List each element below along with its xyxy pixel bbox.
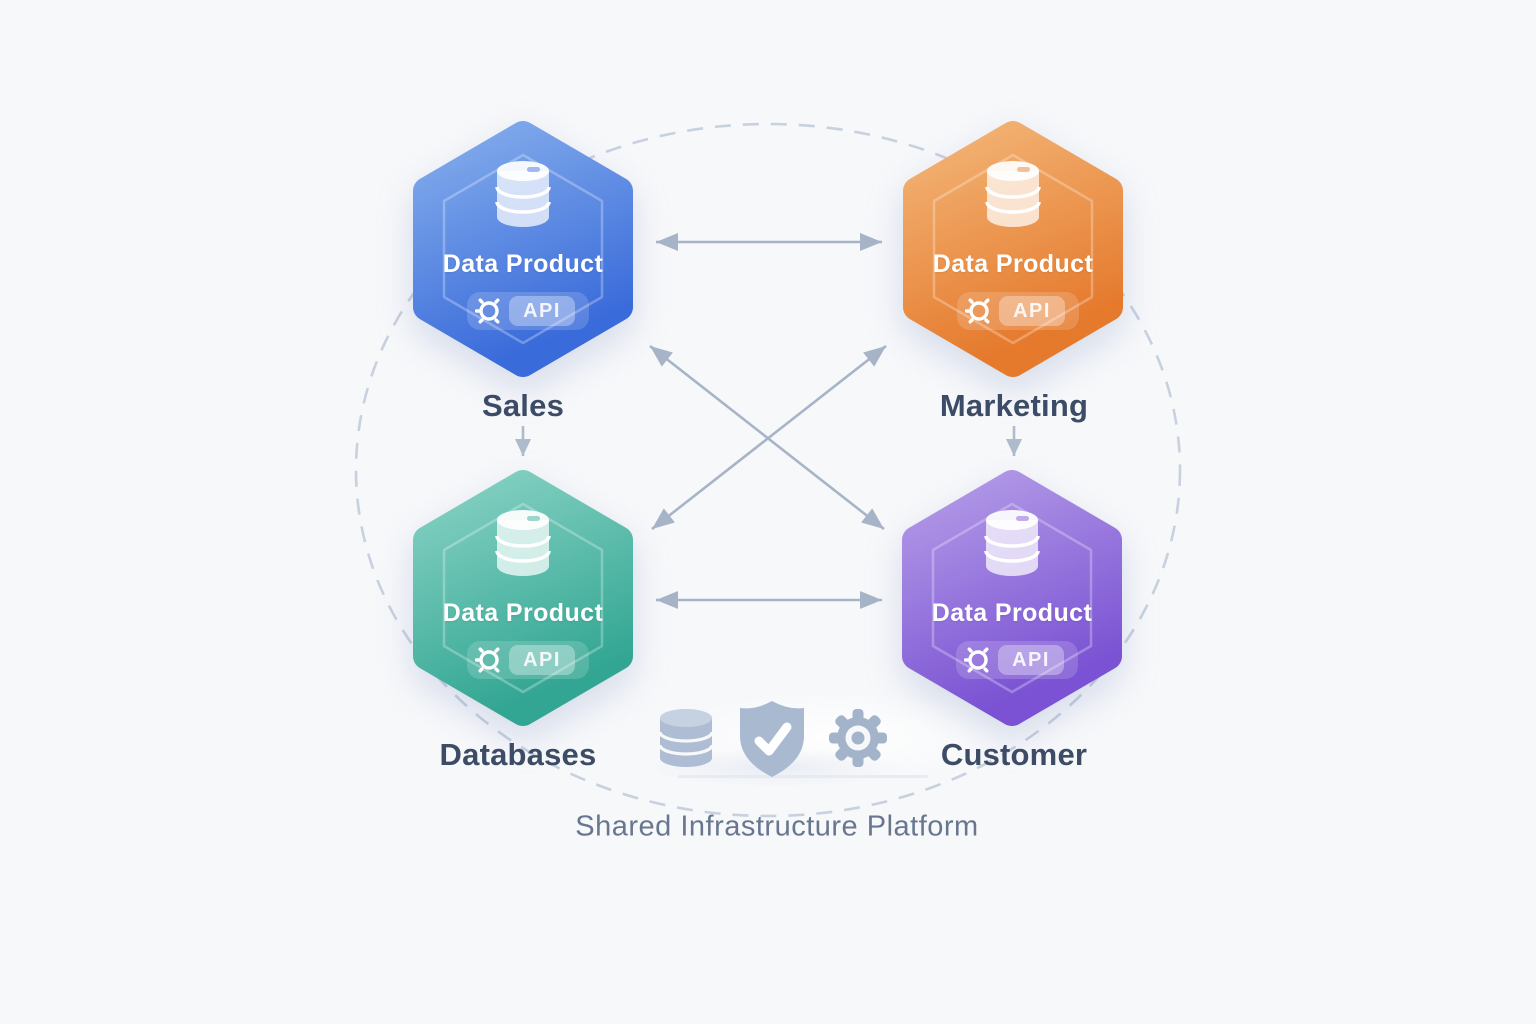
node-label-sales: Sales [481, 388, 565, 423]
api-badge: API [509, 645, 575, 675]
database-icon [495, 510, 551, 576]
api-badge: API [999, 296, 1065, 326]
api-badge: API [509, 296, 575, 326]
api-connector-icon [475, 647, 500, 673]
platform-shelf-line [678, 775, 928, 778]
api-connector-icon [965, 298, 990, 324]
database-icon [495, 161, 551, 227]
api-badge-row: API [467, 641, 589, 679]
api-badge: API [998, 645, 1064, 675]
api-badge-row: API [956, 641, 1078, 679]
node-label-databases: Databases [439, 737, 597, 772]
node-title: Data Product [931, 599, 1093, 627]
gear-icon [829, 709, 887, 767]
arrow-marketing-databases [651, 344, 887, 531]
api-badge-row: API [957, 292, 1079, 330]
node-label-marketing: Marketing [939, 388, 1089, 423]
data-product-node-customer: Data Product API [897, 470, 1127, 726]
database-icon [985, 161, 1041, 227]
hexagon-shape [413, 470, 633, 726]
node-title: Data Product [932, 250, 1094, 278]
api-badge-row: API [467, 292, 589, 330]
hexagon-shape [903, 121, 1123, 377]
database-icon [658, 709, 714, 767]
shield-check-icon [740, 701, 804, 777]
data-product-node-marketing: Data Product API [898, 121, 1128, 377]
platform-title: Shared Infrastructure Platform [575, 810, 979, 843]
data-product-node-sales: Data Product API [408, 121, 638, 377]
api-connector-icon [964, 647, 989, 673]
node-label-customer: Customer [940, 737, 1088, 772]
hexagon-shape [413, 121, 633, 377]
api-connector-icon [475, 298, 500, 324]
database-icon [984, 510, 1040, 576]
node-title: Data Product [442, 250, 604, 278]
data-product-node-databases: Data Product API [408, 470, 638, 726]
hexagon-shape [902, 470, 1122, 726]
platform-dashed-circle [354, 122, 1182, 818]
node-title: Data Product [442, 599, 604, 627]
infrastructure-icons [658, 701, 887, 777]
